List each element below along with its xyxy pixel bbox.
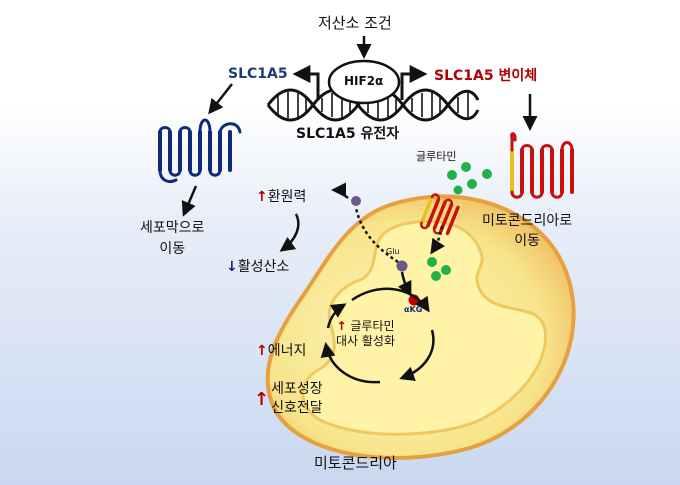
membrane-move-line2: 이동: [159, 241, 186, 257]
mitochondria-label: 미토콘드리아: [314, 454, 397, 472]
up-arrow-icon: ↑: [254, 388, 270, 410]
export-dot: [351, 196, 361, 206]
down-arrow-icon: ↓: [226, 259, 238, 275]
glu-dot: [396, 260, 408, 272]
glutamine-dots-outside: [447, 162, 492, 195]
variant-transporter: [510, 132, 574, 199]
ros-label: ↓활성산소: [226, 256, 289, 276]
mito-transporter: [419, 193, 460, 236]
growth-line2: 신호전달: [271, 400, 323, 416]
mito-move-line2: 이동: [514, 233, 540, 249]
metabolism-line1: ↑ 글루타민: [336, 319, 395, 334]
reducing-power-text: 환원력: [267, 189, 307, 205]
slc1a5-label: SLC1A5: [228, 66, 288, 82]
promoter-arrow-right: [400, 65, 428, 100]
up-arrow-icon: ↑: [336, 319, 347, 333]
glutamine-import-path: [430, 225, 445, 255]
slc1a5-variant-label: SLC1A5 변이체: [434, 68, 538, 84]
membrane-move-arrow: [181, 185, 198, 217]
slc1a5-transporter: [158, 118, 242, 184]
glu-label: Glu: [386, 247, 400, 256]
growth-line1: 세포성장: [271, 381, 323, 397]
energy-text: 에너지: [267, 343, 307, 359]
dna-rungs: [277, 92, 469, 118]
metabolism-line1-text: 글루타민: [350, 319, 395, 333]
glutamine-label: 글루타민: [416, 150, 457, 163]
membrane-move-label: 세포막으로 이동: [140, 218, 204, 260]
energy-label: ↑에너지: [256, 340, 306, 360]
to-reducing-arrow: [331, 182, 349, 199]
slc1a5-gene-label: SLC1A5 유전자: [296, 126, 400, 142]
metabolism-label: ↑ 글루타민 대사 활성화: [336, 319, 395, 349]
glutamine-dots-inside: [427, 257, 451, 281]
mito-move-line1: 미토콘드리아로: [482, 213, 573, 229]
slc1a5-down-arrow: [208, 83, 233, 115]
up-arrow-icon: ↑: [256, 343, 268, 359]
reducing-power-label: ↑환원력: [256, 186, 306, 206]
reducing-to-ros-arrow: [279, 213, 300, 252]
akg-label: αKG: [404, 305, 423, 314]
ros-text: 활성산소: [237, 259, 290, 275]
mito-move-label: 미토콘드리아로 이동: [482, 211, 572, 251]
metabolism-line2: 대사 활성화: [336, 334, 396, 348]
growth-signal-label: ↑ 세포성장 신호전달: [254, 380, 323, 418]
up-arrow-icon: ↑: [256, 189, 268, 205]
hif2a-ellipse: [327, 59, 401, 105]
tca-cycle: [320, 287, 435, 384]
hypoxia-label: 저산소 조건: [318, 14, 392, 32]
membrane-move-line1: 세포막으로: [140, 220, 205, 236]
promoter-arrow-left: [292, 65, 320, 100]
glu-export-path: [354, 207, 399, 264]
hif2a-label: HIF2α: [344, 74, 384, 88]
